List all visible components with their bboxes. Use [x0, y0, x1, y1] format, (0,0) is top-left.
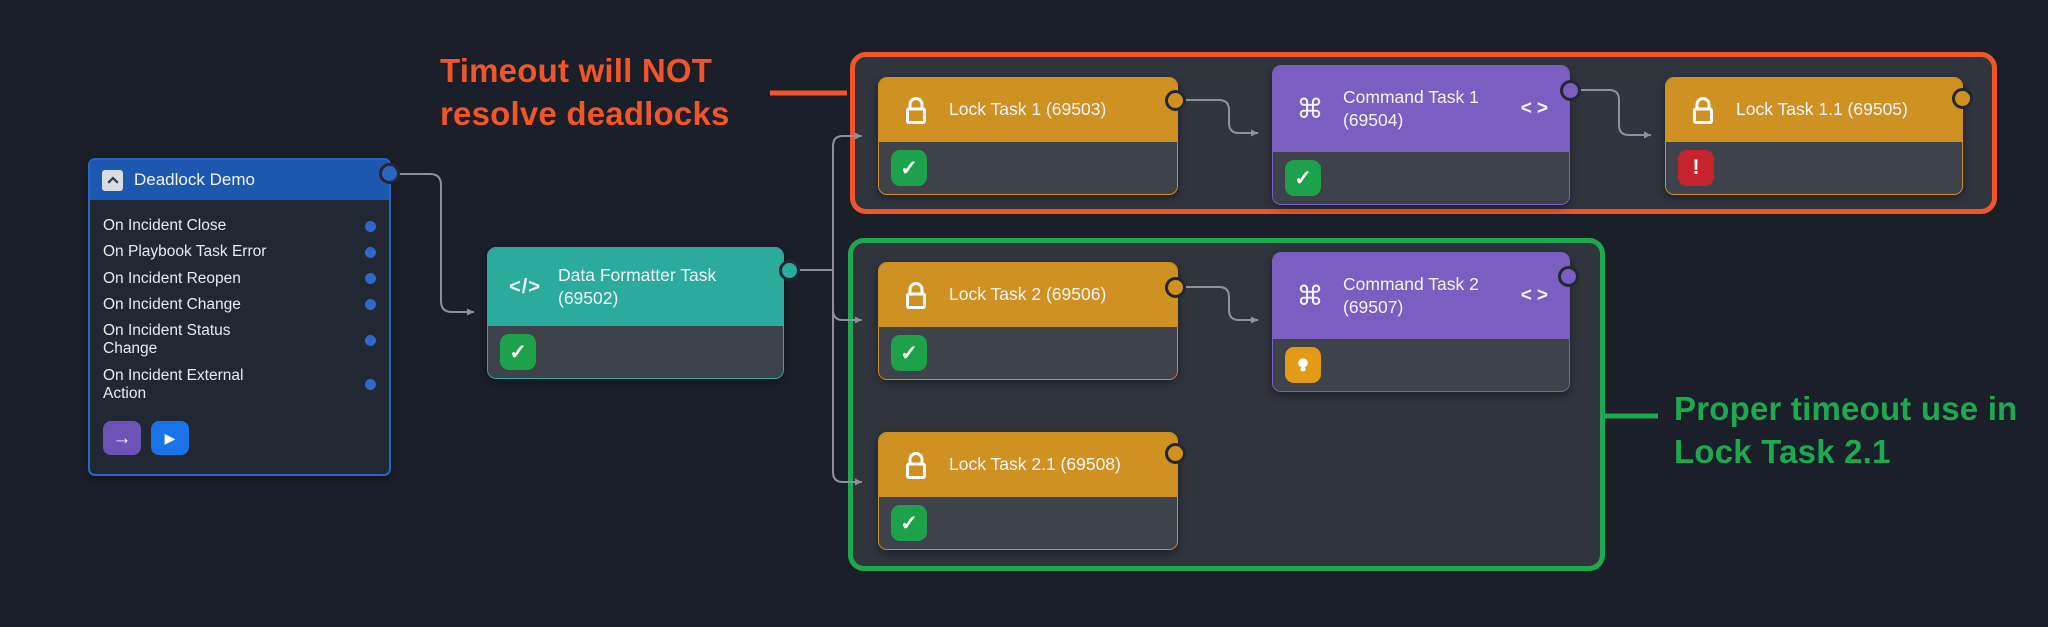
- check-icon: ✓: [900, 341, 918, 365]
- trigger-item-port[interactable]: [365, 299, 376, 311]
- status-success-icon[interactable]: ✓: [891, 150, 927, 186]
- node-deadlock-demo-trigger[interactable]: Deadlock Demo On Incident Close On Playb…: [88, 158, 391, 476]
- node-body: !: [1666, 142, 1962, 194]
- deadlock-annotation-text: Timeout will NOT resolve deadlocks: [440, 52, 730, 132]
- output-port[interactable]: [1560, 80, 1581, 101]
- lock-icon: [897, 448, 935, 482]
- trigger-footer: → ▶: [90, 411, 389, 465]
- list-item: On Incident External Action: [103, 367, 376, 404]
- trigger-item-label: On Playbook Task Error: [103, 243, 267, 261]
- trigger-step-list: On Incident Close On Playbook Task Error…: [90, 200, 389, 403]
- trigger-item-label: On Incident Reopen: [103, 269, 241, 287]
- list-item: On Incident Status Change: [103, 322, 376, 359]
- edge-trigger-to-formatter: [398, 173, 474, 316]
- output-port[interactable]: [1165, 277, 1186, 298]
- output-port[interactable]: [779, 260, 800, 281]
- expression-brackets-icon: <>: [1520, 285, 1553, 306]
- node-lock-task-1-1[interactable]: Lock Task 1.1 (69505) !: [1665, 77, 1963, 195]
- node-header: Lock Task 2.1 (69508): [879, 433, 1177, 497]
- lightbulb-icon: [1298, 358, 1308, 372]
- list-item: On Incident Change: [103, 296, 376, 314]
- output-port[interactable]: [1165, 443, 1186, 464]
- node-body: ✓: [1273, 152, 1569, 204]
- check-icon: ✓: [1294, 166, 1312, 190]
- exclamation-icon: !: [1692, 156, 1700, 179]
- status-error-icon[interactable]: !: [1678, 150, 1714, 186]
- output-port[interactable]: [1952, 88, 1973, 109]
- node-title: Command Task 1 (69504): [1343, 86, 1479, 130]
- output-port[interactable]: [1165, 90, 1186, 111]
- node-title: Command Task 2 (69507): [1343, 273, 1479, 317]
- proper-timeout-annotation-text: Proper timeout use in Lock Task 2.1: [1674, 390, 2018, 470]
- node-header: ⌘ Command Task 1 (69504) <>: [1273, 66, 1569, 152]
- status-success-icon[interactable]: ✓: [500, 334, 536, 370]
- command-icon: ⌘: [1296, 93, 1324, 124]
- node-header: Lock Task 1 (69503): [879, 78, 1177, 142]
- status-success-icon[interactable]: ✓: [891, 505, 927, 541]
- trigger-item-port[interactable]: [365, 246, 376, 258]
- output-port[interactable]: [379, 163, 400, 184]
- check-icon: ✓: [900, 156, 918, 180]
- node-title: Data Formatter Task (69502): [558, 264, 717, 308]
- code-icon: </>: [509, 275, 541, 298]
- trigger-item-port[interactable]: [365, 379, 376, 391]
- trigger-title: Deadlock Demo: [134, 170, 255, 189]
- output-port[interactable]: [1558, 266, 1579, 287]
- node-command-task-1[interactable]: ⌘ Command Task 1 (69504) <> ✓: [1272, 65, 1570, 205]
- status-warning-icon[interactable]: [1285, 347, 1321, 383]
- trigger-item-label: On Incident Status Change: [103, 322, 231, 358]
- chevron-up-icon: [106, 176, 119, 184]
- node-body: ✓: [879, 497, 1177, 549]
- trigger-item-label: On Incident Change: [103, 295, 241, 313]
- node-title: Lock Task 2.1 (69508): [949, 454, 1121, 475]
- node-lock-task-2-1[interactable]: Lock Task 2.1 (69508) ✓: [878, 432, 1178, 550]
- node-body: ✓: [488, 326, 783, 378]
- node-header: Lock Task 1.1 (69505): [1666, 78, 1962, 142]
- node-header: Lock Task 2 (69506): [879, 263, 1177, 327]
- node-lock-task-1[interactable]: Lock Task 1 (69503) ✓: [878, 77, 1178, 195]
- node-data-formatter-task[interactable]: </> Data Formatter Task (69502) ✓: [487, 247, 784, 379]
- node-body: ✓: [879, 142, 1177, 194]
- lock-icon: [1684, 93, 1722, 127]
- node-title: Lock Task 1 (69503): [949, 99, 1107, 120]
- step-execution-button[interactable]: →: [103, 421, 141, 456]
- node-title: Lock Task 2 (69506): [949, 284, 1107, 305]
- trigger-item-label: On Incident Close: [103, 217, 227, 234]
- trigger-item-port[interactable]: [365, 220, 376, 232]
- expression-brackets-icon: <>: [1520, 98, 1553, 119]
- trigger-header: Deadlock Demo: [90, 160, 389, 200]
- collapse-button[interactable]: [102, 169, 123, 191]
- status-success-icon[interactable]: ✓: [1285, 160, 1321, 196]
- lock-icon: [897, 278, 935, 312]
- list-item: On Incident Reopen: [103, 270, 376, 288]
- status-success-icon[interactable]: ✓: [891, 335, 927, 371]
- node-body: [1273, 339, 1569, 391]
- command-icon: ⌘: [1296, 280, 1324, 311]
- arrow-right-icon: →: [112, 427, 132, 449]
- node-title: Lock Task 1.1 (69505): [1736, 99, 1908, 120]
- node-header: </> Data Formatter Task (69502): [488, 248, 783, 326]
- trigger-item-label: On Incident External Action: [103, 366, 244, 402]
- node-header: ⌘ Command Task 2 (69507) <>: [1273, 253, 1569, 339]
- lock-icon: [897, 93, 935, 127]
- run-playbook-button[interactable]: ▶: [151, 421, 189, 456]
- trigger-item-port[interactable]: [365, 334, 376, 346]
- node-body: ✓: [879, 327, 1177, 379]
- node-lock-task-2[interactable]: Lock Task 2 (69506) ✓: [878, 262, 1178, 380]
- node-command-task-2[interactable]: ⌘ Command Task 2 (69507) <>: [1272, 252, 1570, 392]
- list-item: On Playbook Task Error: [103, 243, 376, 261]
- check-icon: ✓: [509, 340, 527, 364]
- list-item: On Incident Close: [103, 217, 376, 235]
- check-icon: ✓: [900, 511, 918, 535]
- play-icon: ▶: [164, 430, 176, 447]
- trigger-item-port[interactable]: [365, 273, 376, 285]
